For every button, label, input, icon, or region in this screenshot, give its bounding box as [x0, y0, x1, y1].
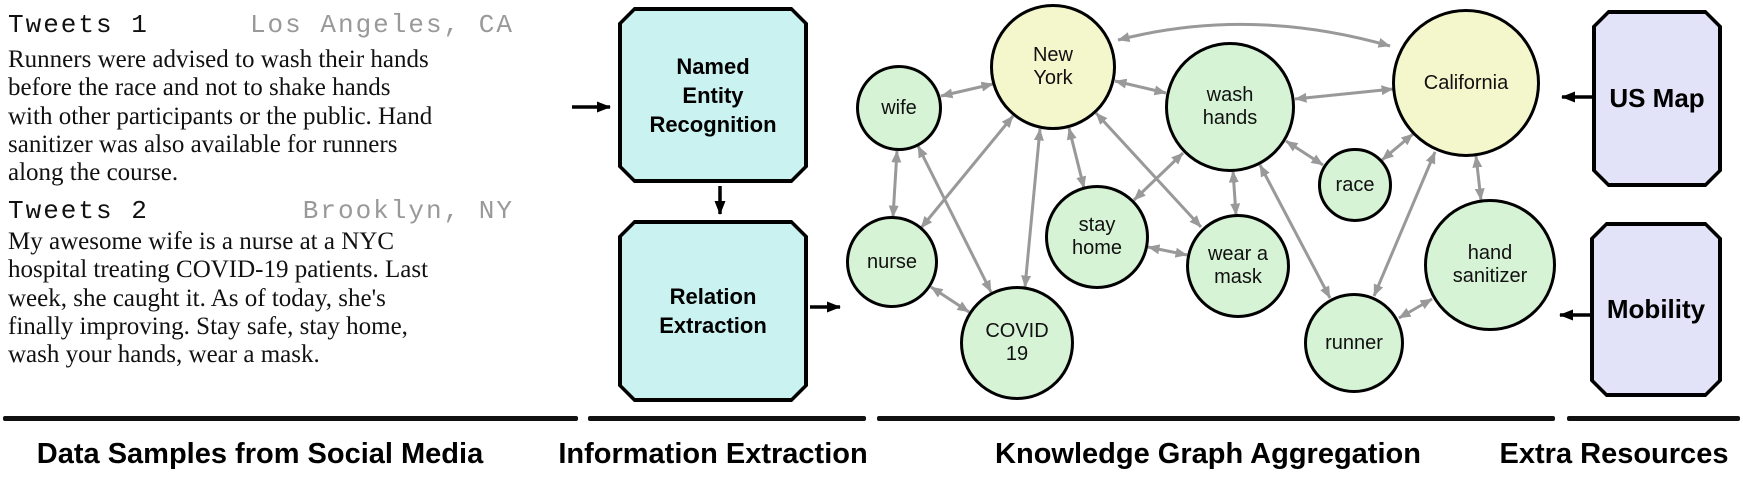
mobility-box-inner: Mobility	[1594, 226, 1718, 393]
ner-box: Named Entity Recognition	[618, 7, 808, 183]
edge-race-california	[1381, 132, 1414, 162]
node-stay-home: stay home	[1045, 185, 1149, 289]
divider-information-extraction	[588, 416, 866, 421]
tweet2-line: finally improving. Stay safe, stay home,	[8, 312, 408, 340]
node-wife: wife	[856, 65, 942, 151]
ner-box-label: Named Entity Recognition	[649, 53, 777, 137]
edge-runner-california	[1372, 151, 1437, 297]
tweet2-header: Tweets 2 Brooklyn, NY	[8, 196, 514, 226]
tweet1-location: Los Angeles, CA	[249, 10, 514, 40]
mobility-box-label: Mobility	[1606, 294, 1706, 324]
tweet2-body: My awesome wife is a nurse at a NYC hosp…	[8, 228, 538, 369]
tweet2-label: Tweets 2	[8, 196, 149, 226]
edge-runner-hand-sanitizer	[1398, 297, 1433, 320]
caption-knowledge-graph: Knowledge Graph Aggregation	[995, 438, 1421, 470]
tweet2-line: wash your hands, wear a mask.	[8, 341, 320, 369]
divider-extra-resources	[1567, 416, 1740, 421]
node-covid-19: COVID 19	[960, 286, 1074, 400]
node-covid-19-label: COVID 19	[985, 320, 1049, 365]
tweet2-line: hospital treating COVID-19 patients. Las…	[8, 256, 429, 284]
tweet2-line: My awesome wife is a nurse at a NYC	[8, 228, 395, 255]
tweet1-line: along the course.	[8, 159, 179, 187]
node-wear-a-mask: wear a mask	[1186, 214, 1290, 318]
tweet1-body: Runners were advised to wash their hands…	[8, 46, 538, 187]
edge-wash-hands-runner	[1258, 164, 1332, 299]
node-california: California	[1392, 9, 1540, 157]
divider-data-samples	[3, 416, 578, 421]
edge-stay-home-wear-a-mask	[1147, 244, 1188, 258]
node-wash-hands: wash hands	[1165, 42, 1295, 172]
divider-knowledge-graph	[877, 416, 1555, 421]
node-hand-sanitizer-label: hand sanitizer	[1452, 242, 1528, 287]
tweet1-line: before the race and not to shake hands	[8, 74, 391, 102]
us-map-box: US Map	[1592, 10, 1722, 187]
tweet1-header: Tweets 1 Los Angeles, CA	[8, 10, 514, 40]
edge-wash-hands-wear-a-mask	[1228, 170, 1241, 216]
tweet1-line: Runners were advised to wash their hands	[8, 46, 429, 73]
edge-wife-nurse	[888, 150, 902, 218]
node-nurse-label: nurse	[866, 250, 918, 273]
mobility-box: Mobility	[1590, 222, 1722, 397]
relation-extraction-box-label: Relation Extraction	[659, 284, 767, 338]
edge-stay-home-wash-hands	[1132, 151, 1185, 202]
caption-extra-resources: Extra Resources	[1499, 438, 1729, 470]
ner-box-inner: Named Entity Recognition	[622, 11, 804, 179]
node-stay-home-label: stay home	[1071, 214, 1123, 259]
edge-new-york-california	[1117, 22, 1391, 48]
edge-new-york-covid-19	[1021, 128, 1044, 288]
edge-nurse-covid-19	[930, 285, 970, 314]
caption-information-extraction: Information Extraction	[558, 438, 868, 470]
relation-extraction-box: Relation Extraction	[618, 220, 808, 402]
edge-new-york-wash-hands	[1114, 78, 1167, 96]
node-race: race	[1318, 148, 1392, 222]
node-new-york-label: New York	[1032, 44, 1073, 89]
relation-extraction-box-inner: Relation Extraction	[622, 224, 804, 398]
node-wife-label: wife	[881, 96, 917, 119]
node-new-york: New York	[990, 4, 1116, 130]
node-nurse: nurse	[846, 216, 938, 308]
node-california-label: California	[1423, 71, 1509, 94]
edge-wash-hands-race	[1285, 139, 1324, 167]
tweet2-location: Brooklyn, NY	[302, 196, 514, 226]
edge-new-york-stay-home	[1066, 127, 1087, 189]
node-race-label: race	[1335, 173, 1375, 196]
tweet1-line: with other participants or the public. H…	[8, 102, 433, 130]
edge-wash-hands-california	[1294, 85, 1394, 103]
caption-data-samples: Data Samples from Social Media	[36, 438, 484, 470]
node-wear-a-mask-label: wear a mask	[1207, 243, 1269, 288]
edge-nurse-new-york	[919, 115, 1015, 229]
node-runner-label: runner	[1325, 331, 1383, 354]
tweet1-label: Tweets 1	[8, 10, 149, 40]
edge-wife-new-york	[940, 81, 994, 99]
tweet1-line: sanitizer was also available for runners	[8, 130, 398, 158]
us-map-box-inner: US Map	[1596, 14, 1718, 183]
node-runner: runner	[1304, 293, 1404, 393]
node-wash-hands-label: wash hands	[1202, 84, 1258, 129]
edge-california-hand-sanitizer	[1472, 155, 1485, 201]
tweet2-line: week, she caught it. As of today, she's	[8, 284, 386, 312]
node-hand-sanitizer: hand sanitizer	[1424, 199, 1556, 331]
us-map-box-label: US Map	[1609, 83, 1705, 113]
